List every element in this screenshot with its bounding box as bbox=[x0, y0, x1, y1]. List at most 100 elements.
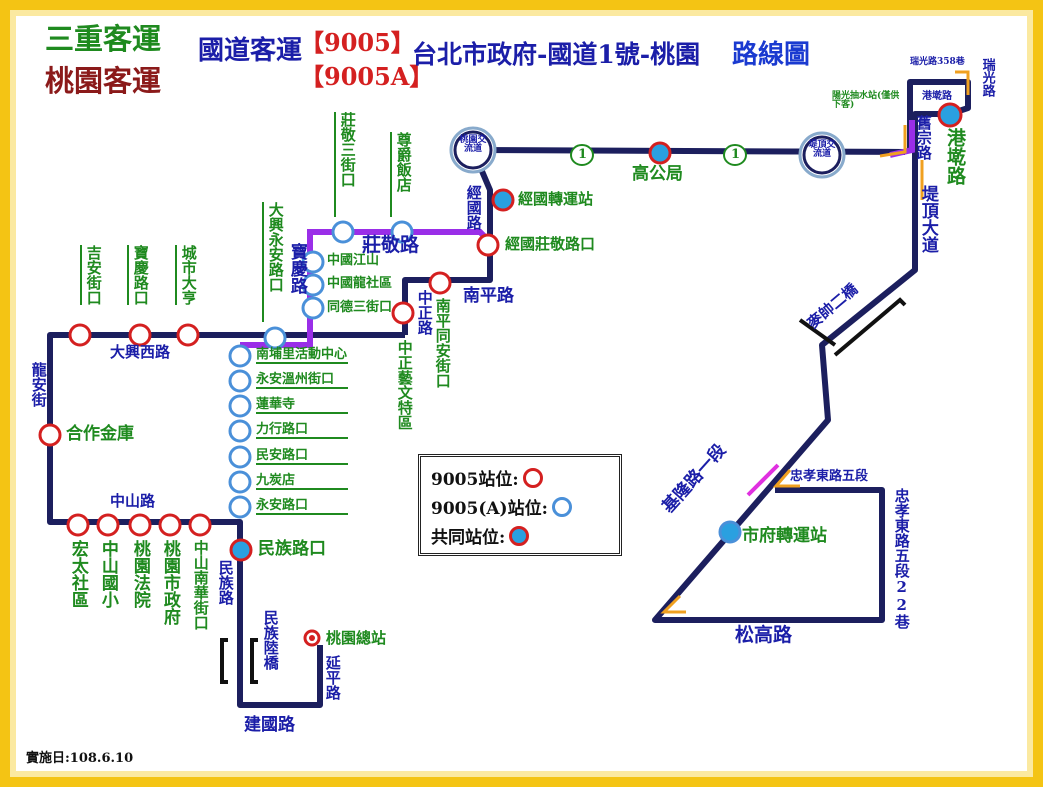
stop-9005 bbox=[68, 323, 92, 347]
direction-arrow bbox=[660, 594, 686, 614]
stop-shared bbox=[718, 520, 742, 544]
stop-label: 經國莊敬路口 bbox=[505, 235, 596, 253]
stop-9005 bbox=[128, 513, 152, 537]
road-label: 民族路 bbox=[216, 560, 235, 605]
road-label: 瑞光路358巷 bbox=[910, 57, 965, 67]
road-label: 龍安街 bbox=[29, 362, 48, 407]
stop-shared bbox=[937, 102, 963, 128]
road-label: 寶慶路 bbox=[286, 243, 307, 294]
stop-label: 中正藝文特區 bbox=[395, 340, 414, 430]
highway-shield-label: 1 bbox=[578, 147, 588, 162]
interchange-taoyuan-label: 桃園交流道 bbox=[459, 135, 487, 155]
stop-label: 南埔里活動中心 bbox=[256, 347, 348, 364]
stop-label: 桃園市政府 bbox=[159, 540, 180, 625]
stop-9005 bbox=[176, 323, 200, 347]
stop-9005 bbox=[128, 323, 152, 347]
stop-label: 高公局 bbox=[632, 164, 683, 184]
stop-label: 中國龍社區 bbox=[327, 276, 393, 291]
road-label: 松高路 bbox=[735, 624, 793, 646]
highway-shield-icon bbox=[570, 144, 594, 166]
stop-9005a bbox=[390, 220, 414, 244]
bridge-mark bbox=[220, 638, 228, 684]
stop-9005a bbox=[228, 445, 252, 469]
road-label: 中山路 bbox=[110, 492, 156, 510]
stop-label: 永安溫州街口 bbox=[256, 373, 348, 389]
stop-9005 bbox=[188, 513, 212, 537]
stop-9005 bbox=[38, 423, 62, 447]
interchange-diding-label: 堤頂交流道 bbox=[808, 140, 836, 160]
road-label: 瑞光路 bbox=[979, 58, 995, 97]
stop-9005a bbox=[228, 419, 252, 443]
route-line-9005a-branch bbox=[240, 229, 491, 348]
stop-9005-icon bbox=[522, 467, 543, 488]
company-name-sanchong: 三重客運 bbox=[45, 22, 162, 56]
stop-9005a bbox=[228, 470, 252, 494]
stop-label: 港墘路 bbox=[943, 128, 966, 185]
road-label: 忠孝東路五段 bbox=[790, 469, 869, 484]
road-label: 經國路 bbox=[464, 185, 483, 230]
title-route-9005: 【9005】 bbox=[300, 28, 415, 57]
stop-9005 bbox=[96, 513, 120, 537]
stop-label: 永安路口 bbox=[256, 499, 348, 515]
stop-9005 bbox=[391, 301, 415, 325]
stop-shared-icon bbox=[509, 525, 530, 546]
effective-date: 實施日:108.6.10 bbox=[26, 751, 134, 766]
title-path: 台北市政府-國道1號-桃園 bbox=[412, 40, 701, 69]
direction-arrow bbox=[772, 469, 800, 488]
stop-9005a-icon bbox=[551, 496, 572, 517]
direction-arrow bbox=[746, 463, 780, 497]
stop-label: 陽光抽水站(僅供下客) bbox=[832, 91, 900, 111]
legend-item-9005a: 9005(A)站位: bbox=[431, 492, 609, 521]
stop-label: 中國江山 bbox=[327, 253, 380, 268]
bridge-mark bbox=[250, 638, 258, 684]
stop-9005a bbox=[263, 326, 287, 350]
stop-label: 民安路口 bbox=[256, 449, 348, 465]
title-prefix: 國道客運 bbox=[198, 36, 303, 66]
legend-item-shared: 共同站位: bbox=[431, 521, 609, 550]
road-label: 建國路 bbox=[244, 715, 295, 735]
stop-label: 桃園總站 bbox=[326, 629, 387, 647]
stop-label: 城市大亨 bbox=[175, 245, 198, 305]
stop-9005a bbox=[301, 296, 325, 320]
stop-label: 中山國小 bbox=[97, 540, 118, 608]
stop-label: 力行路口 bbox=[256, 423, 348, 439]
route-line-main bbox=[47, 332, 405, 708]
route-line-jingguo bbox=[402, 148, 493, 335]
legend-label: 9005(A)站位: bbox=[431, 499, 548, 519]
stop-9005a bbox=[228, 495, 252, 519]
road-label: 莊敬路 bbox=[362, 234, 420, 256]
road-label: 港墘路 bbox=[922, 91, 952, 102]
stop-9005a bbox=[228, 394, 252, 418]
road-label: 堤頂大道 bbox=[917, 185, 938, 253]
road-label: 南平路 bbox=[463, 286, 514, 306]
stop-label: 桃園法院 bbox=[129, 540, 150, 608]
stop-label: 南平同安街口 bbox=[433, 298, 452, 388]
legend-label: 共同站位: bbox=[431, 528, 506, 548]
stop-9005a bbox=[301, 250, 325, 274]
road-label: 大興西路 bbox=[110, 343, 171, 361]
stop-label: 宏太社區 bbox=[67, 540, 88, 608]
stop-label: 經國轉運站 bbox=[518, 190, 594, 208]
bridge-mark bbox=[833, 297, 907, 357]
stop-9005 bbox=[428, 271, 452, 295]
road-label: 忠孝東路五段22巷 bbox=[892, 488, 911, 629]
stop-shared bbox=[648, 141, 672, 165]
stop-label: 大興永安路口 bbox=[262, 202, 285, 322]
stop-label: 蓮華寺 bbox=[256, 398, 348, 414]
company-name-taoyuan: 桃園客運 bbox=[45, 64, 162, 98]
title-route-9005a: 【9005A】 bbox=[300, 62, 434, 91]
legend-label: 9005站位: bbox=[431, 470, 519, 490]
stop-9005a bbox=[331, 220, 355, 244]
stop-label: 寶慶路口 bbox=[127, 245, 150, 305]
title-suffix: 路線圖 bbox=[732, 40, 811, 70]
highway-shield-icon bbox=[723, 144, 747, 166]
stop-label: 合作金庫 bbox=[66, 424, 134, 444]
stop-shared bbox=[491, 188, 515, 212]
road-label: 民族陸橋 bbox=[261, 610, 280, 670]
stop-label: 吉安街口 bbox=[80, 245, 103, 305]
stop-9005 bbox=[158, 513, 182, 537]
stop-label: 市府轉運站 bbox=[742, 526, 827, 546]
stop-shared bbox=[229, 538, 253, 562]
legend: 9005站位: 9005(A)站位: 共同站位: bbox=[418, 454, 622, 556]
